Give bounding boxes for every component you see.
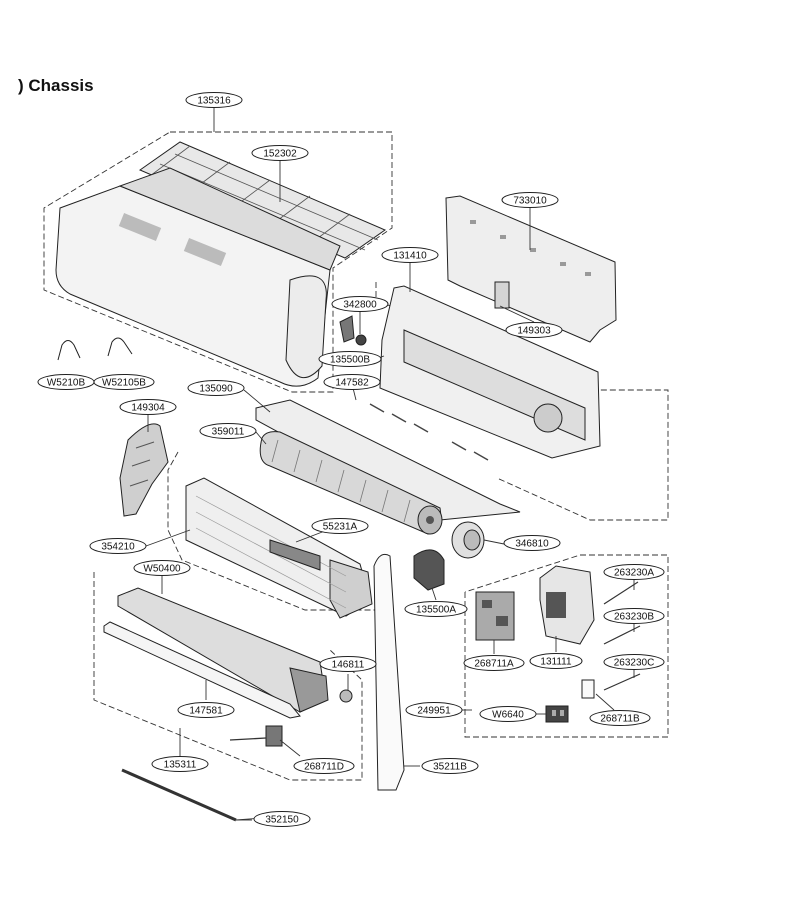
label-text-131410: 131410 xyxy=(393,251,427,262)
label-text-W5210B: W5210B xyxy=(47,378,86,389)
label-W52105B: W52105B xyxy=(93,374,155,390)
drain-pan-part xyxy=(103,587,329,719)
side-cover-part xyxy=(119,423,169,517)
label-35211B: 35211B xyxy=(421,758,479,774)
label-263230A: 263230A xyxy=(603,564,665,580)
label-135316: 135316 xyxy=(185,92,243,108)
fan-bearing-part xyxy=(451,521,485,559)
label-W50400: W50400 xyxy=(133,560,191,576)
drain-hose-part xyxy=(121,768,263,822)
label-352150: 352150 xyxy=(253,811,311,827)
pcb-board-b-part xyxy=(581,679,595,699)
air-filter-grille-part xyxy=(138,141,387,259)
label-342800: 342800 xyxy=(331,296,389,312)
label-text-135311: 135311 xyxy=(164,760,197,771)
label-131111: 131111 xyxy=(529,653,583,669)
label-147582: 147582 xyxy=(323,374,381,390)
label-text-152302: 152302 xyxy=(263,149,297,160)
label-text-263230B: 263230B xyxy=(614,612,654,623)
label-text-W6640: W6640 xyxy=(492,710,524,721)
label-55231A: 55231A xyxy=(311,518,369,534)
label-text-135316: 135316 xyxy=(197,96,231,107)
label-359011: 359011 xyxy=(199,423,257,439)
label-text-W50400: W50400 xyxy=(143,564,181,575)
front-panel-body-part xyxy=(55,167,341,387)
label-text-147582: 147582 xyxy=(335,378,369,389)
label-text-268711A: 268711A xyxy=(474,659,514,670)
label-text-135090: 135090 xyxy=(199,384,233,395)
label-263230B: 263230B xyxy=(603,608,665,624)
cross-flow-fan-part xyxy=(259,431,443,535)
label-152302: 152302 xyxy=(251,145,309,161)
bottom-plate-part xyxy=(255,399,521,521)
label-text-733010: 733010 xyxy=(513,196,547,207)
label-text-352150: 352150 xyxy=(265,815,299,826)
label-text-135500A: 135500A xyxy=(416,605,456,616)
label-135090: 135090 xyxy=(187,380,245,396)
label-149303: 149303 xyxy=(505,322,563,338)
label-text-268711B: 268711B xyxy=(600,714,640,725)
label-733010: 733010 xyxy=(501,192,559,208)
control-box-boundary xyxy=(464,554,669,738)
insulation-pipe-part xyxy=(373,553,405,791)
label-135500B: 135500B xyxy=(318,351,382,367)
fan-motor-part xyxy=(413,549,445,591)
label-W5210B: W5210B xyxy=(37,374,95,390)
label-268711B: 268711B xyxy=(589,710,651,726)
label-131410: 131410 xyxy=(381,247,439,263)
label-135311: 135311 xyxy=(151,756,209,772)
label-text-35211B: 35211B xyxy=(433,762,467,773)
label-135500A: 135500A xyxy=(404,601,468,617)
pcb-board-a-part xyxy=(475,591,515,641)
step-motor-part xyxy=(339,315,367,346)
label-text-354210: 354210 xyxy=(101,542,135,553)
label-text-147581: 147581 xyxy=(189,706,223,717)
evaporator-part xyxy=(185,477,373,619)
label-263230C: 263230C xyxy=(603,654,665,670)
label-text-55231A: 55231A xyxy=(323,522,358,533)
label-147581: 147581 xyxy=(177,702,235,718)
mounting-plate-part xyxy=(445,195,617,343)
label-text-135500B: 135500B xyxy=(330,355,370,366)
label-249951: 249951 xyxy=(405,702,463,718)
label-W6640: W6640 xyxy=(479,706,537,722)
label-text-149304: 149304 xyxy=(131,403,165,414)
label-text-146811: 146811 xyxy=(332,660,365,671)
label-text-346810: 346810 xyxy=(515,539,549,550)
label-354210: 354210 xyxy=(89,538,147,554)
label-text-149303: 149303 xyxy=(517,326,551,337)
label-text-359011: 359011 xyxy=(212,427,245,438)
label-text-131111: 131111 xyxy=(540,657,572,668)
thermistor-leads-part xyxy=(603,581,641,691)
front-panel-boundary xyxy=(43,131,393,393)
thermistor-sensor-part xyxy=(229,725,283,747)
label-text-263230C: 263230C xyxy=(614,658,655,669)
label-text-342800: 342800 xyxy=(343,300,377,311)
chassis-frame-part xyxy=(369,285,601,461)
terminal-block-part xyxy=(545,705,569,723)
label-149304: 149304 xyxy=(119,399,177,415)
label-268711D: 268711D xyxy=(293,758,355,774)
label-346810: 346810 xyxy=(503,535,561,551)
label-text-263230A: 263230A xyxy=(614,568,654,579)
diagram-title: ) Chassis xyxy=(18,76,94,95)
label-146811: 146811 xyxy=(319,656,377,672)
drain-cap-part xyxy=(339,689,353,703)
control-box-part xyxy=(539,565,595,645)
cable-clips-part xyxy=(57,337,133,361)
label-text-268711D: 268711D xyxy=(304,762,344,773)
label-268711A: 268711A xyxy=(463,655,525,671)
label-text-W52105B: W52105B xyxy=(102,378,146,389)
label-text-249951: 249951 xyxy=(417,706,451,717)
